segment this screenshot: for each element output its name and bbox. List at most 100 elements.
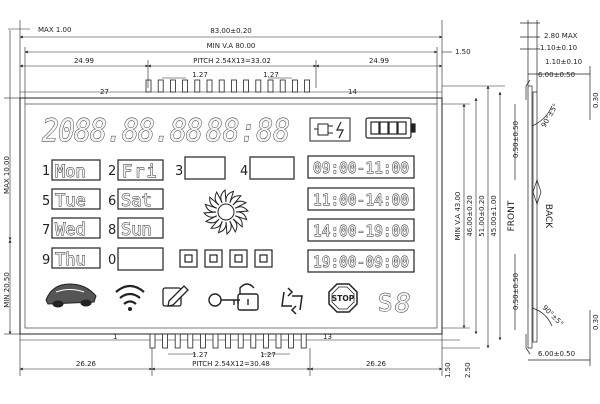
time-slot-box-1 (307, 155, 415, 179)
indicator-square-2 (204, 249, 223, 268)
top-pin-9 (243, 79, 250, 93)
pin-1-label: 1 (113, 333, 117, 341)
indicator-squares (179, 249, 273, 268)
day-name-sun: Sun (121, 220, 152, 240)
day-name-mon: Mon (55, 162, 86, 182)
day-box-thu (51, 247, 101, 269)
indicator-square-3 (229, 249, 248, 268)
time-slot-box-2 (307, 187, 415, 211)
side-gap-bottom: 0.30 (592, 314, 600, 330)
indicator-square-4 (254, 249, 273, 268)
indicator-square-2-inner (209, 254, 218, 263)
day-name-wed: Wed (55, 220, 86, 240)
empty-box-3 (184, 156, 226, 180)
day-name-thu: Thu (55, 250, 86, 270)
box-num-0: 0 (108, 253, 116, 268)
box-num-4: 4 (240, 164, 248, 179)
max-top-label: MAX 1.00 (38, 26, 71, 34)
bottom-dimensions (19, 334, 480, 376)
sun-ray (214, 190, 223, 206)
day-box-mon (51, 159, 101, 181)
right-offset-label: 1.50 (455, 48, 471, 56)
indicator-square-3-inner (234, 254, 243, 263)
bottom-pin-pitch-left: 1.27 (192, 351, 208, 359)
day-box-wed (51, 217, 101, 239)
day-num-9: 9 (42, 253, 50, 268)
sun-ray (203, 211, 218, 218)
sun-ray (220, 189, 227, 204)
pin-27-label: 27 (100, 88, 109, 96)
top-pin-4 (182, 79, 189, 93)
min-height-label: MIN 20.50 (3, 272, 11, 308)
top-pin-5 (194, 79, 201, 93)
time-slots: 09:00-11:00 11:00-14:00 14:00-19:00 19:0… (307, 155, 415, 273)
side-gap-top: 0.30 (592, 92, 600, 108)
side-angle-top: 90°±5° (540, 102, 560, 129)
indicator-square-4-inner (259, 254, 268, 263)
bottom-pitch-label: PITCH 2.54X12=30.48 (192, 360, 270, 368)
bottom-pin-1 (149, 333, 156, 349)
bottom-pins (149, 333, 307, 349)
indicator-square-1-inner (184, 254, 193, 263)
small-digit: 8 (395, 289, 411, 319)
right-margin-label: 24.99 (369, 57, 389, 65)
sun-ray (229, 195, 242, 206)
bottom-pin-13 (300, 333, 307, 349)
back-label: BACK (543, 204, 553, 229)
key-lock-icon (208, 283, 259, 311)
bottom-pin-12 (288, 333, 295, 349)
top-pin-2 (157, 79, 164, 93)
overall-width-label: 83.00±0.20 (210, 27, 252, 35)
time-slot-box-3 (307, 218, 415, 242)
bottom-offset-b: 2.50 (464, 362, 472, 378)
bottom-offset-a: 1.50 (444, 362, 452, 378)
top-pin-8 (230, 79, 237, 93)
sun-ray (210, 218, 223, 229)
sun-ray (235, 211, 248, 221)
sun-ray (204, 203, 217, 213)
edit-icon (162, 285, 189, 307)
day-num-5: 5 (42, 194, 50, 209)
right-dimensions (442, 85, 505, 349)
side-max-thickness: 2.80 MAX (544, 32, 578, 40)
top-pin-1 (145, 79, 152, 93)
sun-ray (232, 200, 248, 209)
day-num-6: 6 (108, 194, 116, 209)
side-angle-bottom: 90°±5° (541, 304, 565, 328)
bottom-pin-9 (250, 333, 257, 349)
time-slot-3: 14:00-19:00 (313, 222, 409, 240)
time-slot-1: 09:00-11:00 (313, 159, 409, 177)
bottom-pin-11 (275, 333, 282, 349)
top-pin-12 (279, 79, 286, 93)
wifi-icon (115, 284, 145, 311)
battery-icon (365, 117, 416, 139)
min-va-label: MIN V.A 80.00 (207, 42, 256, 50)
day-box-fri (117, 159, 164, 181)
left-dimensions (4, 30, 20, 335)
empty-box-4 (249, 156, 295, 180)
refresh-icon (281, 287, 303, 315)
day-num-2: 2 (108, 164, 116, 179)
bottom-pin-3 (174, 333, 181, 349)
day-box-sat (117, 188, 164, 210)
sun-ray (234, 206, 249, 213)
day-name-fri: Fri (122, 162, 159, 182)
day-name-tue: Tue (55, 191, 86, 211)
stop-icon: STOP (328, 283, 358, 313)
time-slot-box-4 (307, 249, 415, 273)
top-pin-14 (304, 79, 311, 93)
day-num-7: 7 (42, 223, 50, 238)
top-pin-7 (218, 79, 225, 93)
bottom-pin-pitch-right: 1.27 (260, 351, 276, 359)
time-slot-2: 11:00-14:00 (313, 191, 409, 209)
pin-pitch-right-label: 1.27 (263, 71, 279, 79)
sun-icon (203, 189, 249, 235)
day-num-8: 8 (108, 223, 116, 238)
pin-13-label: 13 (323, 333, 332, 341)
top-pin-11 (267, 79, 274, 93)
top-pin-3 (169, 79, 176, 93)
right-h2-label: 51.00±0.20 (478, 195, 486, 237)
front-label: FRONT (507, 200, 517, 231)
day-name-sat: Sat (121, 191, 152, 211)
